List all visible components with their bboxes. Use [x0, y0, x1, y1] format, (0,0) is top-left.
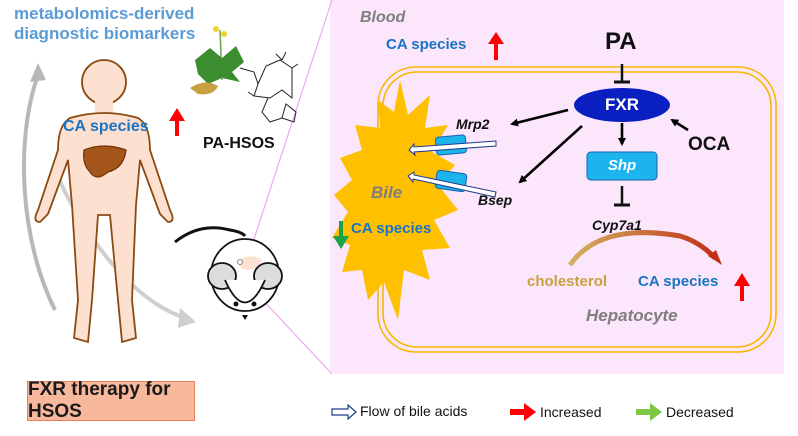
fxr-node [574, 88, 670, 122]
pyrrolizidine-structure-icon [239, 51, 299, 123]
legend-red-arrow-icon [510, 403, 536, 421]
bile-starburst [332, 80, 458, 320]
shp-node [586, 151, 658, 181]
legend-flow-item: Flow of bile acids [360, 403, 467, 419]
cyp7a1-label: Cyp7a1 [592, 217, 642, 233]
human-ca-species-label: CA species [63, 118, 149, 135]
zoom-origin-dot [237, 259, 243, 265]
translation-arrow-down [53, 169, 196, 328]
oca-to-fxr-arrow [670, 118, 689, 132]
therapy-title: FXR therapy for HSOS [28, 379, 171, 422]
fxr-label: FXR [605, 95, 639, 114]
legend-hollow-arrow-icon [331, 403, 357, 421]
pa-label: PA [605, 28, 637, 55]
mouse-liver-icon [238, 256, 262, 270]
bile-decrease-arrow-icon [333, 221, 349, 249]
human-figure [34, 59, 174, 344]
fxr-to-bsep-arrow [518, 125, 583, 184]
legend-green-arrow-icon [636, 403, 662, 421]
therapy-title-box: FXR therapy for HSOS [27, 379, 195, 422]
hepatocyte-increase-arrow-icon [734, 273, 750, 301]
zoom-line-top [238, 0, 333, 286]
biomarkers-title-line1: metabolomics-derived [14, 4, 195, 23]
mrp2-label: Mrp2 [456, 116, 490, 132]
blood-increase-arrow-icon [488, 32, 504, 60]
blood-label: Blood [360, 9, 406, 26]
blood-ca-species-label: CA species [386, 36, 467, 53]
human-increase-arrow-icon [169, 108, 185, 136]
mouse-eye-right [251, 301, 257, 307]
cholesterol-label: cholesterol [527, 273, 608, 290]
legend-increased-item: Increased [540, 404, 601, 420]
bile-flow-arrow-mrp2 [408, 140, 497, 157]
herb-icon [190, 26, 244, 95]
translation-arrow-up [22, 63, 57, 311]
bile-ca-species-label: CA species [351, 220, 432, 237]
hepatocyte-label: Hepatocyte [586, 306, 678, 325]
biomarkers-title-line2: diagnostic biomarkers [14, 24, 196, 43]
biomarkers-title: metabolomics-derived diagnostic biomarke… [14, 4, 195, 44]
liver-icon [83, 145, 127, 178]
mouse-nose [242, 315, 248, 320]
hepatocyte-ca-species-label: CA species [638, 273, 719, 290]
bile-flow-arrow-bsep [407, 171, 497, 198]
cyp7a1-conversion-arrow [567, 230, 717, 267]
bsep-label: Bsep [478, 192, 513, 208]
fxr-to-mrp2-arrow [510, 108, 569, 127]
oca-label: OCA [688, 134, 731, 155]
mouse-eye-left [233, 301, 239, 307]
legend-increased-label: Increased [540, 404, 602, 420]
shp-label: Shp [607, 157, 637, 174]
legend-flow-label: Flow of bile acids [360, 403, 468, 419]
legend-decreased-item: Decreased [666, 404, 734, 420]
legend-decreased-label: Decreased [666, 404, 734, 420]
bile-label: Bile [371, 183, 403, 202]
mouse-icon [174, 226, 283, 312]
pa-hsos-label: PA-HSOS [203, 135, 275, 152]
